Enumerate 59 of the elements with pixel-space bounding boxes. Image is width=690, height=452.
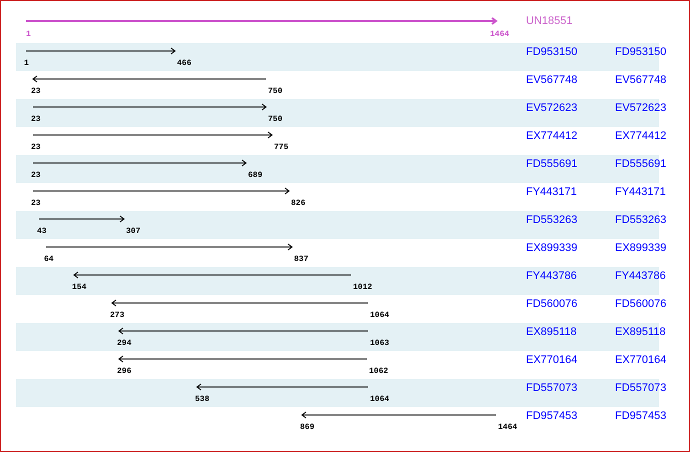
position-number: 23 bbox=[31, 87, 41, 97]
position-number: 1062 bbox=[369, 367, 388, 377]
sequence-id: FD555691 bbox=[526, 158, 578, 171]
position-number: 538 bbox=[195, 395, 210, 405]
sequence-id: FD555691 bbox=[615, 158, 666, 171]
position-number: 43 bbox=[37, 227, 47, 237]
position-number: 23 bbox=[31, 199, 41, 209]
sequence-id: FY443786 bbox=[526, 270, 577, 283]
position-number: 273 bbox=[110, 311, 124, 321]
sequence-id: FY443171 bbox=[526, 186, 577, 199]
position-number: 826 bbox=[291, 199, 306, 209]
position-number: 64 bbox=[44, 255, 54, 265]
sequence-id: EX774412 bbox=[526, 130, 578, 143]
position-number: 23 bbox=[31, 143, 41, 153]
sequence-id: EX774412 bbox=[615, 130, 666, 143]
sequence-id: EX770164 bbox=[526, 354, 578, 367]
sequence-id: FY443786 bbox=[615, 270, 666, 283]
sequence-id: FD560076 bbox=[526, 298, 578, 311]
sequence-id: FD560076 bbox=[615, 298, 666, 311]
sequence-id: FD957453 bbox=[615, 410, 666, 423]
position-number: 1464 bbox=[498, 423, 518, 433]
position-number: 869 bbox=[300, 423, 314, 433]
sequence-id: FD553263 bbox=[526, 214, 578, 227]
sequence-id: EV572623 bbox=[526, 102, 578, 115]
position-number: 837 bbox=[294, 255, 308, 265]
position-number: 750 bbox=[268, 115, 282, 125]
position-number: 296 bbox=[117, 367, 132, 377]
sequence-id: EV567748 bbox=[615, 74, 666, 87]
position-number: 1064 bbox=[370, 395, 390, 405]
sequence-id: FD553263 bbox=[615, 214, 666, 227]
sequence-id: EV567748 bbox=[526, 74, 578, 87]
sequence-id: UN18551 bbox=[526, 15, 572, 28]
position-number: 1063 bbox=[370, 339, 390, 349]
sequence-id: EX899339 bbox=[615, 242, 666, 255]
position-number: 1064 bbox=[370, 311, 390, 321]
position-number: 23 bbox=[31, 115, 41, 125]
sequence-id: FD557073 bbox=[615, 382, 666, 395]
sequence-id: FD557073 bbox=[526, 382, 578, 395]
position-number: 294 bbox=[117, 339, 132, 349]
position-number: 689 bbox=[248, 171, 262, 181]
position-number: 1464 bbox=[490, 30, 510, 40]
position-number: 1 bbox=[26, 30, 31, 40]
sequence-id: FD953150 bbox=[526, 46, 578, 59]
sequence-id: EX899339 bbox=[526, 242, 578, 255]
sequence-id: FD957453 bbox=[526, 410, 578, 423]
position-number: 750 bbox=[268, 87, 282, 97]
position-number: 1012 bbox=[353, 283, 372, 293]
position-number: 1 bbox=[24, 59, 29, 69]
position-number: 466 bbox=[177, 59, 192, 69]
sequence-id: EX895118 bbox=[615, 326, 666, 339]
sequence-id: EX895118 bbox=[526, 326, 577, 339]
position-number: 154 bbox=[72, 283, 86, 293]
position-number: 775 bbox=[274, 143, 288, 153]
position-number: 23 bbox=[31, 171, 41, 181]
position-number: 307 bbox=[126, 227, 140, 237]
sequence-id: FD953150 bbox=[615, 46, 666, 59]
sequence-id: FY443171 bbox=[615, 186, 666, 199]
sequence-id: EV572623 bbox=[615, 102, 666, 115]
sequence-id: EX770164 bbox=[615, 354, 666, 367]
